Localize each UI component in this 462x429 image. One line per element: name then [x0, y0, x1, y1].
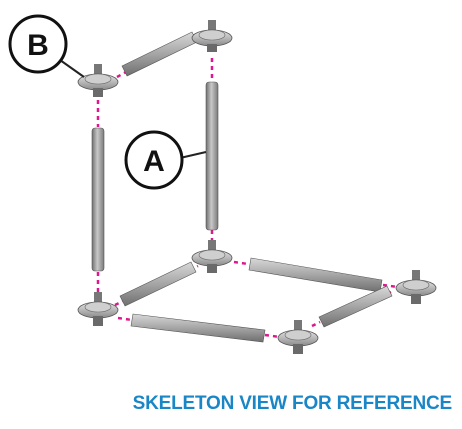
callout-a-circle: [124, 130, 184, 190]
hub-top-back: [191, 20, 233, 52]
hub-top-front: [77, 64, 119, 97]
hub-bottom-right: [395, 270, 437, 304]
callout-b-circle: [8, 14, 68, 74]
rod-front-right: [318, 285, 393, 328]
rod-bottom-left-diagonal: [119, 261, 197, 307]
callout-a-label: A: [143, 145, 165, 178]
rod-a: [205, 81, 219, 231]
rod-back-right: [248, 257, 383, 293]
hub-bottom-front: [277, 320, 319, 354]
rod-bottom-front: [130, 313, 266, 343]
callout-a: A: [124, 130, 207, 190]
diagram-caption: SKELETON VIEW FOR REFERENCE: [132, 393, 453, 414]
rod-left-vertical: [91, 127, 105, 272]
hub-bottom-back: [191, 240, 233, 273]
hubs: [77, 20, 437, 354]
rod-top: [121, 31, 198, 77]
callout-b-label: B: [27, 29, 49, 62]
hub-bottom-left: [77, 292, 119, 326]
callout-b: B: [8, 14, 85, 78]
rods: [91, 31, 393, 343]
